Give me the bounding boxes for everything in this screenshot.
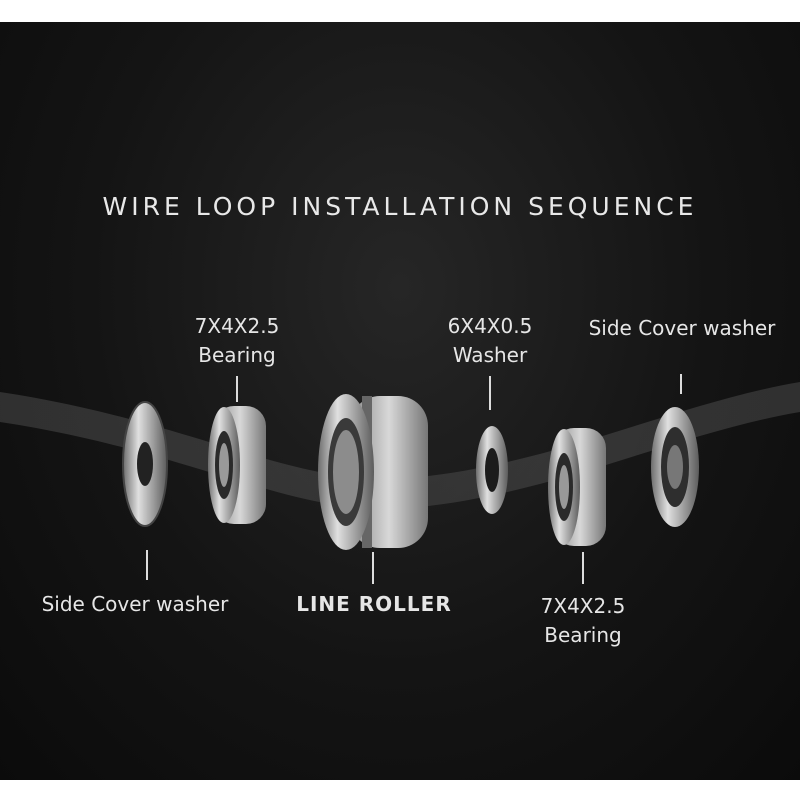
top-washer-label: 6X4X0.5 Washer	[425, 312, 555, 370]
diagram-stage: WIRE LOOP INSTALLATION SEQUENCE 7X4X2.5 …	[0, 22, 800, 780]
line-roller-leader	[372, 552, 374, 584]
bottom-side-cover-label: Side Cover washer	[41, 592, 229, 616]
bottom-bearing-name: Bearing	[544, 623, 622, 647]
top-bearing-label: 7X4X2.5 Bearing	[172, 312, 302, 370]
side-cover-washer-right	[651, 407, 699, 527]
bearing-left	[208, 406, 266, 524]
top-side-cover-label: Side Cover washer	[588, 316, 776, 340]
top-washer-name: Washer	[452, 343, 528, 367]
top-bearing-name: Bearing	[198, 343, 276, 367]
top-side-cover-leader	[680, 374, 682, 394]
bottom-bearing-leader	[582, 552, 584, 584]
bottom-bearing-size: 7X4X2.5	[540, 594, 626, 618]
line-roller	[318, 394, 428, 550]
page-title: WIRE LOOP INSTALLATION SEQUENCE	[102, 192, 698, 221]
line-roller-label: LINE ROLLER	[296, 592, 452, 616]
bearing-right	[548, 428, 606, 546]
top-washer-size: 6X4X0.5	[447, 314, 533, 338]
top-bearing-size: 7X4X2.5	[194, 314, 280, 338]
bottom-side-cover-leader	[146, 550, 148, 580]
bottom-bearing-label: 7X4X2.5 Bearing	[518, 592, 648, 650]
top-washer-leader	[489, 376, 491, 410]
side-cover-washer-left	[122, 401, 168, 527]
top-bearing-leader	[236, 376, 238, 402]
washer-6x4x0-5	[476, 426, 508, 514]
